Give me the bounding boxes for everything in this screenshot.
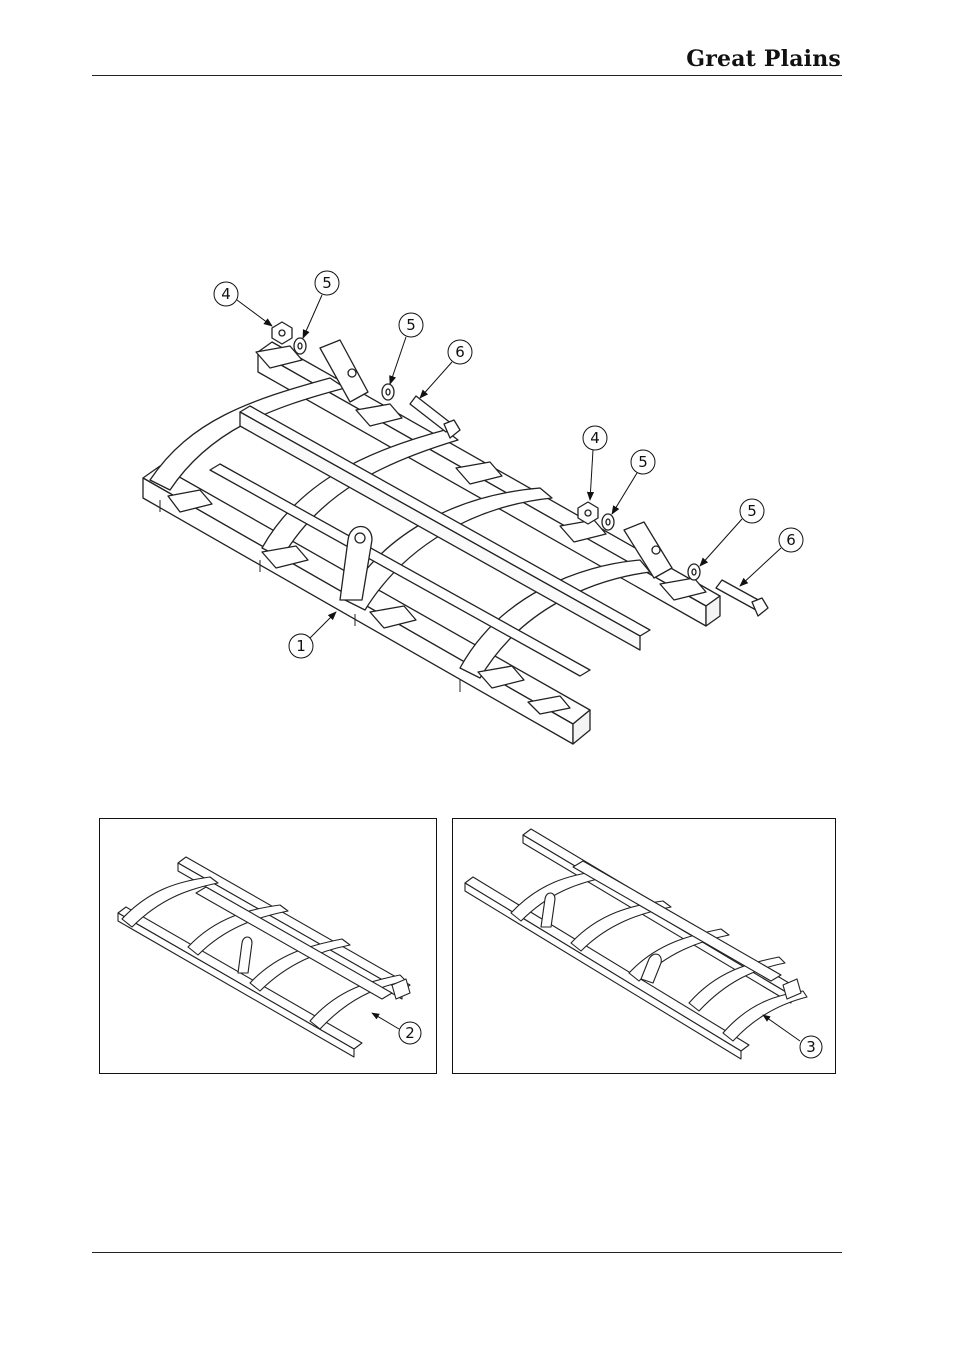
callout-label: 4	[590, 429, 600, 447]
callout-label: 3	[806, 1038, 816, 1056]
callout-label: 2	[405, 1024, 415, 1042]
callout-label: 5	[406, 316, 416, 334]
pin-right	[716, 580, 768, 616]
frame-variant-3-diagram: 3	[453, 819, 835, 1073]
inset-frame-variant-2: 2	[99, 818, 437, 1074]
nut-left	[272, 322, 292, 344]
callout-label: 6	[455, 343, 465, 361]
callout-label: 5	[747, 502, 757, 520]
callout-label: 4	[221, 285, 231, 303]
callout-label: 6	[786, 531, 796, 549]
frame-variant-2-diagram: 2	[100, 819, 436, 1073]
callout-label: 5	[638, 453, 648, 471]
callout-5-right	[612, 450, 655, 514]
footer-rule	[92, 1252, 842, 1253]
callout-label: 1	[296, 637, 306, 655]
callout-label: 5	[322, 274, 332, 292]
inset-frame-variant-3: 3	[452, 818, 836, 1074]
callout-5-left	[303, 271, 339, 338]
frame-exploded-diagram: 4 5 5 6 4 5 5 6 1	[0, 0, 954, 800]
